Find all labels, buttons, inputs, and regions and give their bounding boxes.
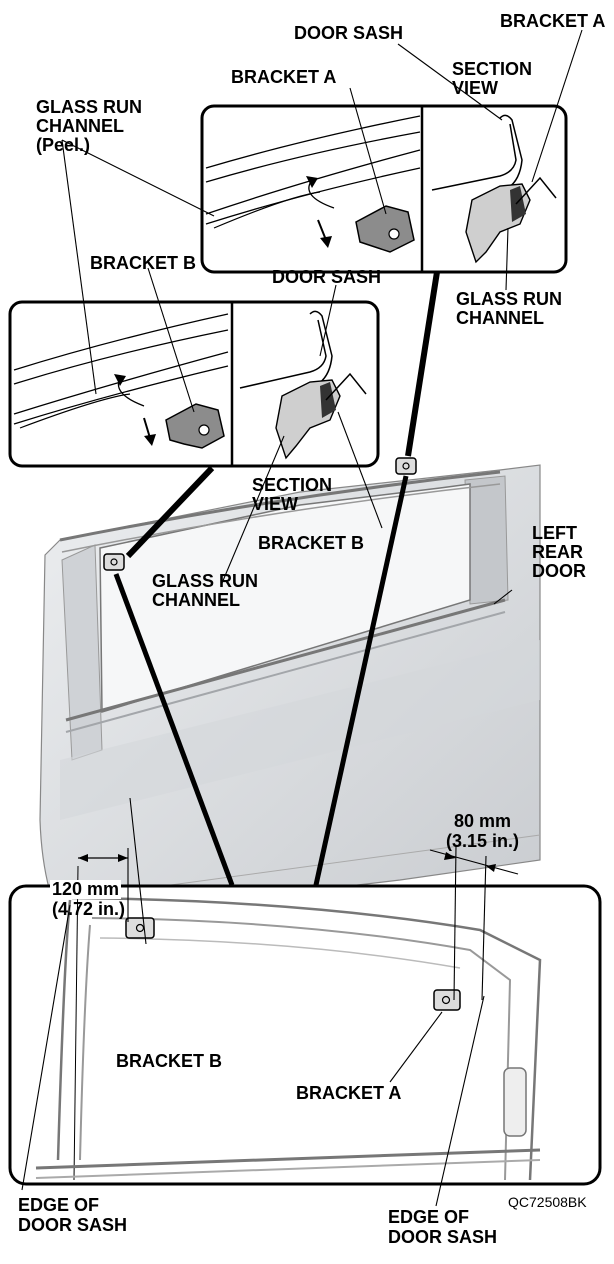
left-rear-door-illustration: [39, 457, 541, 921]
bracket-a-part-upper: [355, 205, 415, 253]
label-glass-run-mid-line1: GLASS RUN: [152, 571, 259, 591]
label-glass-run-upper-line1: GLASS RUN: [456, 289, 563, 309]
label-edge-left-line2: DOOR SASH: [18, 1215, 128, 1235]
label-edge-right-line2: DOOR SASH: [388, 1227, 498, 1247]
figure-code: QC72508BK: [508, 1194, 587, 1210]
label-bracket-b-left-inset: BRACKET B: [90, 253, 196, 273]
label-glass-run-peel-line3: (Peel.): [36, 135, 91, 155]
label-glass-run-peel-line1: GLASS RUN: [36, 97, 143, 117]
label-glass-run-peel-line2: CHANNEL: [36, 116, 124, 136]
label-edge-right-line1: EDGE OF: [388, 1207, 470, 1227]
label-bracket-a-bottom: BRACKET A: [296, 1083, 402, 1103]
label-section-view-mid-line1: SECTION: [252, 475, 333, 495]
label-left-rear-door-line2: REAR: [532, 542, 584, 562]
label-bracket-a-top-right: BRACKET A: [500, 11, 606, 31]
label-glass-run-mid-line2: CHANNEL: [152, 590, 240, 610]
bracket-b-on-door: [103, 553, 125, 571]
label-section-view-top-line2: VIEW: [452, 78, 499, 98]
label-door-sash-top: DOOR SASH: [294, 23, 404, 43]
label-dim-80-line1: 80 mm: [454, 811, 512, 831]
label-left-rear-door-line1: LEFT: [532, 523, 577, 543]
label-dim-120-line1: 120 mm: [50, 879, 122, 899]
leader-lines: [21, 29, 583, 1207]
bracket-b-bottom-part: [125, 917, 155, 939]
label-section-view-mid-line2: VIEW: [252, 494, 299, 514]
callout-wedges: [113, 271, 440, 886]
upper-inset-panel: [200, 104, 568, 274]
label-edge-left-line1: EDGE OF: [18, 1195, 100, 1215]
label-dim-80-line2: (3.15 in.): [446, 831, 520, 851]
label-bracket-b-mid: BRACKET B: [258, 533, 364, 553]
bracket-b-part-left: [165, 403, 225, 449]
bracket-a-bottom-part: [433, 989, 461, 1011]
left-inset-panel: [8, 300, 380, 468]
label-dim-120-line2: (4.72 in.): [52, 899, 126, 919]
label-bracket-b-bottom: BRACKET B: [116, 1051, 222, 1071]
label-left-rear-door-line3: DOOR: [532, 561, 586, 581]
bracket-a-on-door: [395, 457, 417, 475]
label-bracket-a-upper-inset: BRACKET A: [231, 67, 337, 87]
label-section-view-top-line1: SECTION: [452, 59, 533, 79]
label-door-sash-mid: DOOR SASH: [272, 267, 382, 287]
label-glass-run-upper-line2: CHANNEL: [456, 308, 544, 328]
bottom-inset-panel: [8, 845, 602, 1186]
